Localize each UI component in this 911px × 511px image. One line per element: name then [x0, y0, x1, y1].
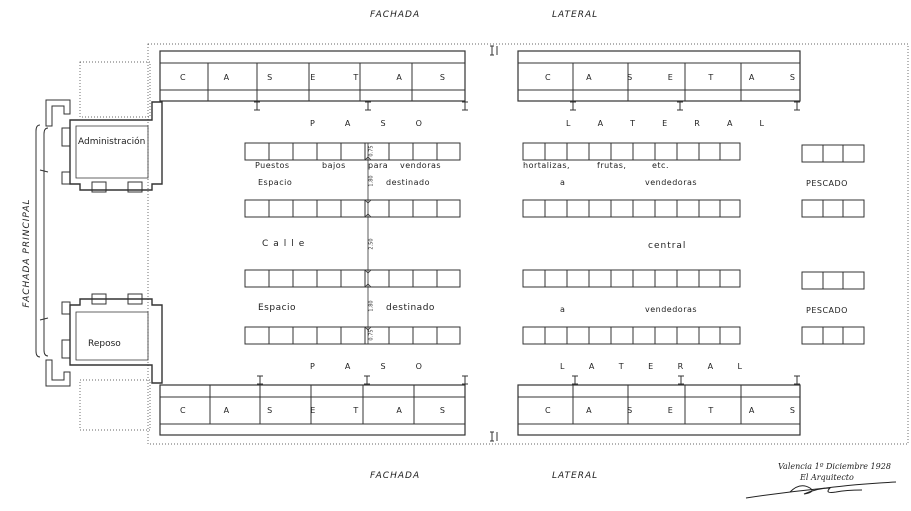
row2-left-1: Espacio: [258, 178, 293, 187]
site-boundary-annex-top: [79, 61, 151, 118]
calle-label: Calle: [262, 239, 310, 249]
fish-stalls-4: [801, 326, 865, 345]
casetas-top-left: [159, 50, 466, 102]
stalls-row4-left: [244, 326, 461, 345]
stalls-row1-right: [522, 142, 741, 161]
room-rest: Reposo: [88, 339, 121, 349]
signature-scribble: [745, 481, 897, 499]
site-boundary-annex-bottom: [79, 379, 151, 431]
pillars: [254, 101, 800, 385]
signature-title: El Arquitecto: [800, 473, 854, 482]
stalls-row3-right: [522, 269, 741, 288]
facade-bottom-right: LATERAL: [552, 471, 599, 481]
casetas-bottom-right: [517, 384, 801, 436]
dim-1: 0.75: [368, 145, 375, 157]
row1-left-4: vendoras: [400, 161, 442, 170]
room-admin: Administración: [78, 137, 146, 147]
row1-right-1: hortalizas,: [523, 161, 571, 170]
row1-right-3: etc.: [652, 161, 669, 170]
row1-left-3: para: [368, 161, 389, 170]
casetas-top-right: [517, 50, 801, 102]
facade-top-left: FACHADA: [370, 10, 421, 20]
dimension-line: [364, 143, 372, 344]
row3-left-1: Espacio: [258, 303, 297, 313]
stalls-row2-right: [522, 199, 741, 218]
row2-left-2: destinado: [386, 178, 430, 187]
casetas-bottom-left: [159, 384, 466, 436]
dim-5: 0.75: [368, 329, 375, 341]
stalls-row3-left: [244, 269, 461, 288]
row3-mid: a: [560, 305, 566, 314]
facade-bottom-left: FACHADA: [370, 471, 421, 481]
signature-date: Valencia 1º Diciembre 1928: [778, 462, 891, 471]
row2-mid: a: [560, 178, 566, 187]
row3-left-2: destinado: [386, 303, 435, 313]
facade-top-right: LATERAL: [552, 10, 599, 20]
fish-stalls-2: [801, 199, 865, 218]
rest-building: [45, 293, 163, 387]
fish-stalls-1: [801, 144, 865, 163]
row1-right-2: frutas,: [597, 161, 627, 170]
row1-left-1: Puestos: [255, 161, 290, 170]
pescado-1: PESCADO: [806, 179, 848, 188]
admin-building: [45, 99, 163, 193]
row1-left-2: bajos: [322, 161, 346, 170]
row2-right: vendedoras: [645, 178, 698, 187]
stalls-row4-right: [522, 326, 741, 345]
site-boundary: [147, 43, 909, 445]
row3-right: vendedoras: [645, 305, 698, 314]
connecting-arcade: [35, 124, 49, 358]
dim-2: 1.80: [368, 175, 375, 187]
dim-3: 2.50: [368, 238, 375, 250]
stalls-row2-left: [244, 199, 461, 218]
facade-principal: FACHADA PRINCIPAL: [22, 198, 32, 308]
fish-stalls-3: [801, 271, 865, 290]
expansion-joints: [490, 45, 498, 442]
pescado-2: PESCADO: [806, 306, 848, 315]
central-label: central: [648, 241, 687, 251]
stalls-row1-left: [244, 142, 461, 161]
dim-4: 1.80: [368, 300, 375, 312]
